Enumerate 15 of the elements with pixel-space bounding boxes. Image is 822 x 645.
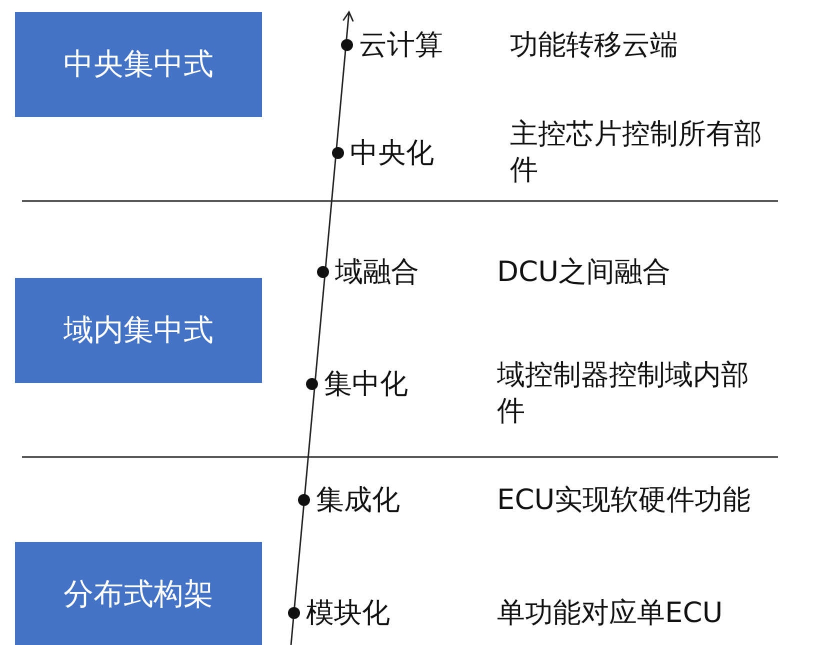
stage-label: 集中化 [324,366,408,402]
description-text: ECU实现软硬件功能 [497,482,752,518]
description-text: 域控制器控制域内部件 [497,357,750,429]
description-text: 主控芯片控制所有部件 [510,116,763,188]
description-text: 单功能对应单ECU [497,595,724,631]
stage-label: 模块化 [306,595,390,631]
stage-box: 域内集中式 [15,278,262,383]
stage-box: 中央集中式 [15,12,262,117]
description-text: DCU之间融合 [497,254,672,290]
description-text: 功能转移云端 [510,27,679,63]
stage-label: 域融合 [335,254,419,290]
stage-box: 分布式构架 [15,542,262,645]
stage-label: 集成化 [316,482,400,518]
stage-label: 中央化 [350,135,434,171]
stage-label: 云计算 [359,27,443,63]
